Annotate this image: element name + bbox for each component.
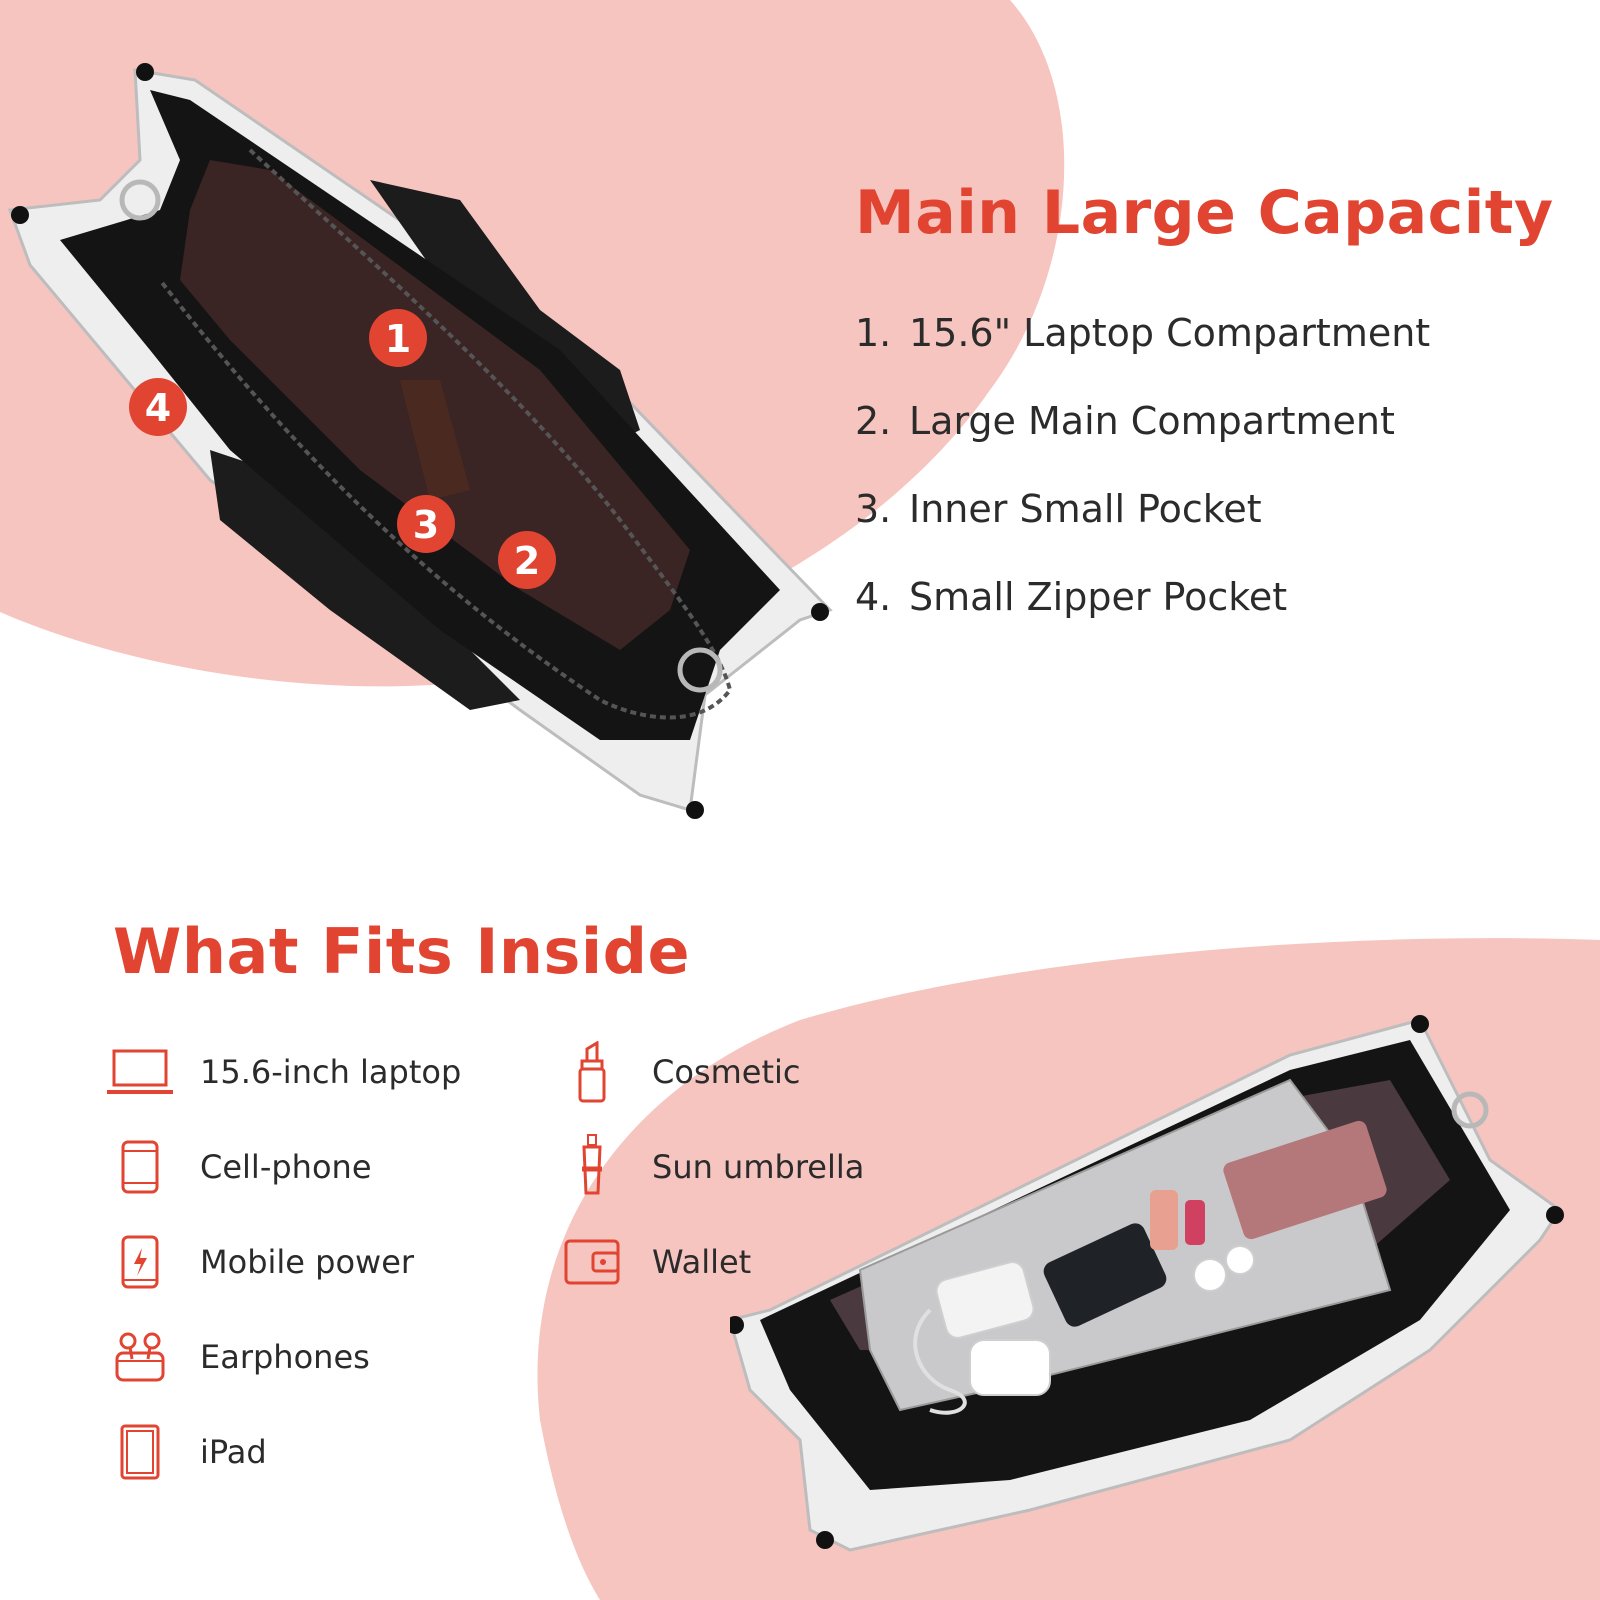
bag-strap-left [210,450,520,710]
fit-item-label: Cell-phone [200,1148,372,1186]
bag-corner-cap [816,1531,834,1549]
fit-item-label: iPad [200,1433,267,1471]
bag-marker-1-label: 1 [385,317,411,361]
bag-metal-ring-right [677,647,723,693]
fit-item-cell-phone: Cell-phone [104,1132,372,1202]
bag-corner-cap [686,801,704,819]
compartment-item-2: 2. Large Main Compartment [855,393,1430,481]
lipstick-icon [556,1037,628,1107]
cell-phone-icon [104,1132,176,1202]
bag-marker-1: 1 [369,309,427,367]
bag-inner-strap [400,380,470,500]
compartment-label: Small Zipper Pocket [909,575,1288,619]
bag-phone [1043,1223,1167,1327]
bag-earbud [1193,1258,1227,1292]
compartment-number: 3. [855,487,892,531]
laptop-icon [104,1037,176,1107]
bag-corner-cap [136,63,154,81]
fit-item-label: Cosmetic [652,1053,801,1091]
fit-item-label: Mobile power [200,1243,415,1281]
compartment-number: 1. [855,311,892,355]
bag-marker-2: 2 [498,531,556,589]
fit-item-label: Sun umbrella [652,1148,865,1186]
bag-lipstick [1150,1190,1178,1250]
bag-marker-4-label: 4 [145,386,171,430]
ipad-icon [104,1417,176,1487]
bag-wallet [1223,1120,1387,1240]
compartment-item-1: 1. 15.6" Laptop Compartment [855,305,1430,393]
bag-marker-2-label: 2 [514,539,540,583]
bag-corner-cap [811,603,829,621]
bag-earbud [1225,1245,1255,1275]
umbrella-icon [556,1132,628,1202]
fit-item-wallet: Wallet [556,1227,751,1297]
compartment-label: Large Main Compartment [909,399,1395,443]
compartment-item-4: 4. Small Zipper Pocket [855,569,1430,657]
wallet-icon [556,1227,628,1297]
bag-cable [913,1308,967,1415]
main-capacity-title: Main Large Capacity [855,178,1554,248]
fit-item-earphones: Earphones [104,1322,370,1392]
fit-item-laptop: 15.6-inch laptop [104,1037,461,1107]
compartment-number: 2. [855,399,892,443]
fit-item-cosmetic: Cosmetic [556,1037,800,1107]
earphones-icon [104,1322,176,1392]
fit-item-label: Earphones [200,1338,370,1376]
bag-metal-ring [1451,1091,1489,1129]
bag-marker-3: 3 [397,495,455,553]
bag-marker-3-label: 3 [413,503,439,547]
bag-corner-cap [1546,1206,1564,1224]
open-bag-top-view: 1 2 3 4 [7,63,833,819]
bag-metal-ring-left [119,179,161,221]
mobile-power-icon [104,1227,176,1297]
filled-bag-top-view [730,1015,1564,1552]
fit-item-label: 15.6-inch laptop [200,1053,462,1091]
bag-corner-cap [730,1316,744,1334]
fits-inside-title: What Fits Inside [113,915,691,988]
bag-earbuds-case [969,1339,1051,1396]
bag-corner-cap [1411,1015,1429,1033]
bag-lipstick [1185,1200,1205,1245]
compartment-number: 4. [855,575,892,619]
fit-item-label: Wallet [652,1243,752,1281]
compartment-label: 15.6" Laptop Compartment [909,311,1431,355]
fit-item-ipad: iPad [104,1417,267,1487]
bag-charger [935,1261,1035,1339]
compartment-item-3: 3. Inner Small Pocket [855,481,1430,569]
compartment-label: Inner Small Pocket [909,487,1262,531]
bag-corner-cap [11,206,29,224]
bag-marker-4: 4 [129,378,187,436]
fit-item-mobile-power: Mobile power [104,1227,414,1297]
fit-item-sun-umbrella: Sun umbrella [556,1132,864,1202]
bag-zipper [158,148,733,720]
compartment-list: 1. 15.6" Laptop Compartment 2. Large Main … [855,305,1430,657]
